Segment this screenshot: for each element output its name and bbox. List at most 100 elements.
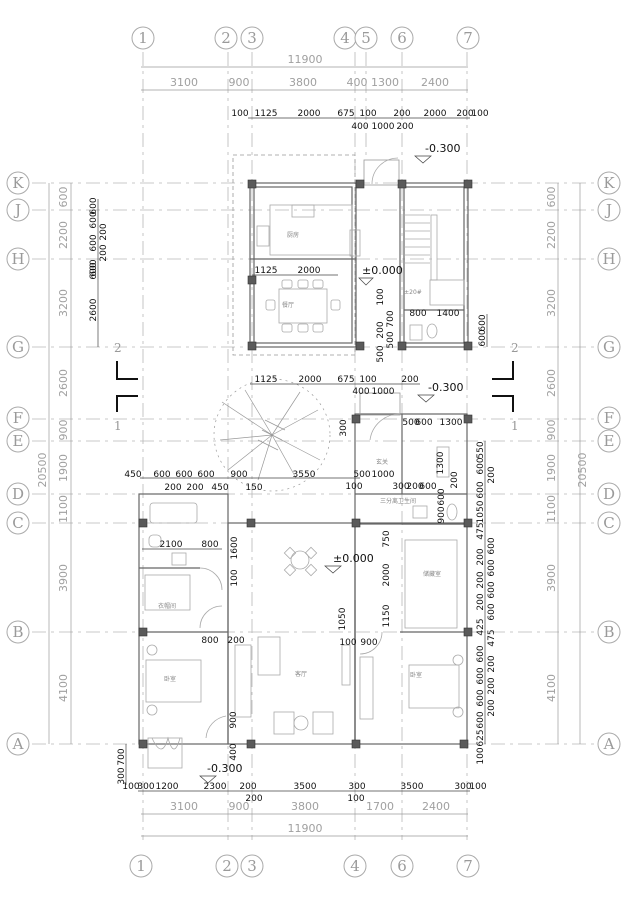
svg-text:1125: 1125	[255, 109, 278, 119]
svg-text:600: 600	[476, 457, 486, 474]
axis-bubble-3-bottom: 3	[240, 854, 264, 878]
svg-text:200: 200	[186, 483, 203, 493]
svg-text:6: 6	[397, 857, 407, 875]
svg-text:2000: 2000	[299, 375, 322, 385]
svg-text:200: 200	[227, 636, 244, 646]
structural-columns	[138, 179, 473, 749]
svg-text:200: 200	[487, 466, 497, 483]
svg-text:600: 600	[487, 537, 497, 554]
room-labels: 厨房 餐厅 玄关 三分离卫生间 衣帽间 储藏室 卧室 客厅 卧室	[158, 231, 441, 683]
svg-text:200: 200	[245, 794, 262, 804]
axis-bubble-1: 1	[131, 26, 155, 50]
axis-bubble-G-right: G	[597, 335, 621, 359]
svg-text:600: 600	[476, 481, 486, 498]
svg-text:200: 200	[487, 677, 497, 694]
axis-bubble-K-right: K	[597, 171, 621, 195]
svg-text:J: J	[604, 201, 612, 219]
axis-bubble-F-right: F	[597, 406, 621, 430]
svg-text:1000: 1000	[372, 122, 395, 132]
svg-text:-0.300: -0.300	[425, 142, 460, 155]
svg-text:F: F	[13, 409, 23, 427]
axis-bubble-2-bottom: 2	[215, 854, 239, 878]
svg-text:475: 475	[476, 522, 486, 539]
svg-text:A: A	[603, 735, 615, 753]
svg-text:3800: 3800	[289, 76, 317, 89]
svg-text:600: 600	[487, 559, 497, 576]
svg-text:2000: 2000	[298, 109, 321, 119]
svg-text:2200: 2200	[57, 221, 70, 249]
axis-bubble-4-bottom: 4	[343, 854, 367, 878]
room-label-bedroom-west: 卧室	[164, 675, 176, 683]
top-axis-bubbles: 1 2 3 4 5 6 7	[131, 26, 480, 50]
svg-text:200: 200	[376, 321, 386, 338]
svg-text:200: 200	[456, 109, 473, 119]
svg-text:200: 200	[476, 548, 486, 565]
svg-text:200: 200	[476, 571, 486, 588]
svg-text:20500: 20500	[576, 453, 589, 488]
svg-text:K: K	[603, 174, 615, 192]
svg-text:B: B	[12, 623, 23, 641]
svg-text:900: 900	[229, 711, 239, 728]
svg-text:1: 1	[114, 419, 122, 433]
svg-text:150: 150	[245, 483, 262, 493]
vertical-grid-lines	[142, 52, 468, 840]
svg-text:J: J	[13, 201, 21, 219]
bottom-axis-bubbles: 1 2 3 4 6 7	[129, 854, 480, 878]
svg-text:600: 600	[478, 314, 488, 331]
svg-text:900: 900	[229, 76, 250, 89]
svg-text:675: 675	[337, 109, 354, 119]
svg-text:C: C	[603, 514, 614, 532]
svg-text:500: 500	[353, 470, 370, 480]
axis-bubble-D-right: D	[597, 482, 621, 506]
svg-text:100: 100	[347, 794, 364, 804]
svg-text:2600: 2600	[545, 369, 558, 397]
svg-text:7: 7	[463, 29, 473, 47]
room-label-living: 客厅	[295, 670, 307, 678]
svg-text:3550: 3550	[293, 470, 316, 480]
svg-text:200: 200	[393, 109, 410, 119]
svg-text:100: 100	[376, 288, 386, 305]
svg-text:1700: 1700	[366, 800, 394, 813]
room-label-storage: 储藏室	[423, 570, 441, 578]
svg-text:H: H	[602, 250, 615, 268]
svg-text:600: 600	[545, 187, 558, 208]
svg-text:G: G	[12, 338, 24, 356]
svg-text:1200: 1200	[156, 782, 179, 792]
svg-text:600: 600	[89, 262, 99, 279]
svg-text:H: H	[11, 250, 24, 268]
top-dimension-chain: 11900 3100 900 3800 400 1300 2400 100 11…	[141, 53, 489, 132]
svg-text:600: 600	[487, 581, 497, 598]
svg-text:1100: 1100	[545, 495, 558, 523]
svg-text:2100: 2100	[160, 540, 183, 550]
room-label-closet: 衣帽间	[158, 602, 176, 610]
svg-text:D: D	[12, 485, 24, 503]
svg-text:200: 200	[487, 699, 497, 716]
svg-text:1300: 1300	[371, 76, 399, 89]
svg-text:600: 600	[175, 470, 192, 480]
svg-text:B: B	[603, 623, 614, 641]
room-label-bedroom-east: 卧室	[410, 671, 422, 679]
svg-text:800: 800	[201, 540, 218, 550]
svg-text:600: 600	[89, 211, 99, 228]
svg-text:C: C	[12, 514, 23, 532]
svg-text:100: 100	[359, 375, 376, 385]
svg-text:600: 600	[476, 689, 486, 706]
svg-text:500: 500	[376, 345, 386, 362]
svg-text:1: 1	[136, 857, 146, 875]
svg-text:3: 3	[247, 857, 257, 875]
axis-bubble-E: E	[6, 429, 30, 453]
axis-bubble-A-right: A	[597, 732, 621, 756]
svg-text:±20#: ±20#	[404, 289, 422, 296]
svg-text:600: 600	[89, 234, 99, 251]
svg-text:±0.000: ±0.000	[362, 264, 403, 277]
courtyard-tree[interactable]	[213, 378, 331, 492]
svg-text:200: 200	[99, 223, 109, 240]
svg-text:200: 200	[476, 593, 486, 610]
west-wing	[138, 493, 229, 769]
axis-bubble-C-right: C	[597, 511, 621, 535]
svg-text:625: 625	[476, 729, 486, 746]
svg-text:100: 100	[469, 782, 486, 792]
svg-text:400: 400	[229, 743, 239, 760]
svg-text:3800: 3800	[291, 800, 319, 813]
